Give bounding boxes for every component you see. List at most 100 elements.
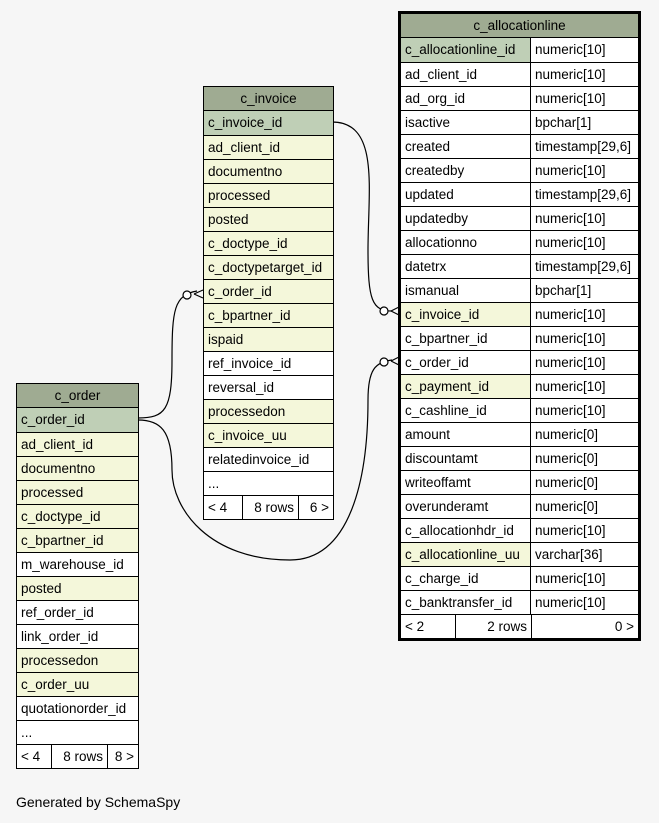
column-name: c_order_id	[204, 280, 333, 303]
column-type: numeric[0]	[530, 423, 638, 446]
column-type: numeric[10]	[530, 63, 638, 86]
column-name: writeoffamt	[401, 471, 530, 494]
table-row[interactable]: ad_client_id	[204, 135, 333, 159]
table-row[interactable]: processed	[17, 480, 138, 504]
table-row[interactable]: ref_invoice_id	[204, 351, 333, 375]
footer-rows: 8 rows	[51, 745, 107, 768]
column-type: numeric[10]	[530, 375, 638, 398]
table-row[interactable]: c_doctype_id	[17, 504, 138, 528]
column-type: numeric[10]	[530, 399, 638, 422]
column-name: documentno	[17, 457, 138, 480]
table-row[interactable]: c_order_id	[17, 408, 138, 432]
column-type: numeric[0]	[530, 447, 638, 470]
table-row[interactable]: m_warehouse_id	[17, 552, 138, 576]
table-footer: < 4 8 rows 8 >	[17, 744, 138, 768]
table-row[interactable]: c_doctypetarget_id	[204, 255, 333, 279]
footer-next[interactable]: 0 >	[531, 615, 638, 638]
table-row[interactable]: posted	[204, 207, 333, 231]
column-name: reversal_id	[204, 376, 333, 399]
column-name: c_order_id	[17, 408, 138, 432]
footer-prev[interactable]: < 4	[208, 500, 228, 515]
footer-next[interactable]: 8 >	[107, 745, 138, 768]
table-row[interactable]: ...	[204, 471, 333, 495]
column-name: c_invoice_id	[204, 111, 333, 135]
table-row[interactable]: processedon	[17, 648, 138, 672]
footer-prev[interactable]: < 2	[405, 619, 425, 634]
table-row[interactable]: ad_client_id	[17, 432, 138, 456]
table-row[interactable]: quotationorder_id	[17, 696, 138, 720]
table-row[interactable]: c_invoice_uu	[204, 423, 333, 447]
table-title[interactable]: c_allocationline	[401, 14, 638, 38]
link-order-to-invoice	[137, 290, 198, 419]
table-row[interactable]: c_order_uu	[17, 672, 138, 696]
column-name: processedon	[17, 649, 138, 672]
column-type: numeric[10]	[530, 159, 638, 182]
table-row[interactable]: ref_order_id	[17, 600, 138, 624]
column-name: c_payment_id	[401, 375, 530, 398]
table-row[interactable]: ...	[17, 720, 138, 744]
table-row[interactable]: ispaid	[204, 327, 333, 351]
table-row[interactable]: posted	[17, 576, 138, 600]
column-name: updated	[401, 183, 530, 206]
crowfoot-icon	[390, 306, 400, 316]
link-end-circle	[379, 357, 389, 367]
column-type: numeric[10]	[530, 231, 638, 254]
link-order-to-allocationline	[137, 359, 393, 561]
table-row[interactable]: reversal_id	[204, 375, 333, 399]
footer-prev[interactable]: < 4	[21, 749, 41, 764]
table-row[interactable]: c_invoice_id	[204, 111, 333, 135]
table-row[interactable]: c_doctype_id	[204, 231, 333, 255]
table-row[interactable]: documentno	[17, 456, 138, 480]
column-name: ismanual	[401, 279, 530, 302]
table-row[interactable]: relatedinvoice_id	[204, 447, 333, 471]
table-row[interactable]: documentno	[204, 159, 333, 183]
table-row[interactable]: processedon	[204, 399, 333, 423]
table-row[interactable]: c_bpartner_id	[204, 303, 333, 327]
column-type: bpchar[1]	[530, 111, 638, 134]
table-title[interactable]: c_order	[17, 384, 138, 408]
column-name: ad_client_id	[17, 433, 138, 456]
column-name: c_order_uu	[17, 673, 138, 696]
column-name: ad_client_id	[401, 63, 530, 86]
table-title[interactable]: c_invoice	[204, 87, 333, 111]
link-invoice-to-allocationline	[331, 121, 393, 312]
table-row[interactable]: link_order_id	[17, 624, 138, 648]
column-name: ref_invoice_id	[204, 352, 333, 375]
column-name: updatedby	[401, 207, 530, 230]
table-row[interactable]: c_bpartner_id	[17, 528, 138, 552]
column-name: processed	[204, 184, 333, 207]
table-row[interactable]: processed	[204, 183, 333, 207]
column-name: c_banktransfer_id	[401, 591, 530, 614]
footer-next[interactable]: 6 >	[298, 496, 333, 519]
table-row[interactable]: c_order_id	[204, 279, 333, 303]
crowfoot-icon	[390, 356, 400, 366]
